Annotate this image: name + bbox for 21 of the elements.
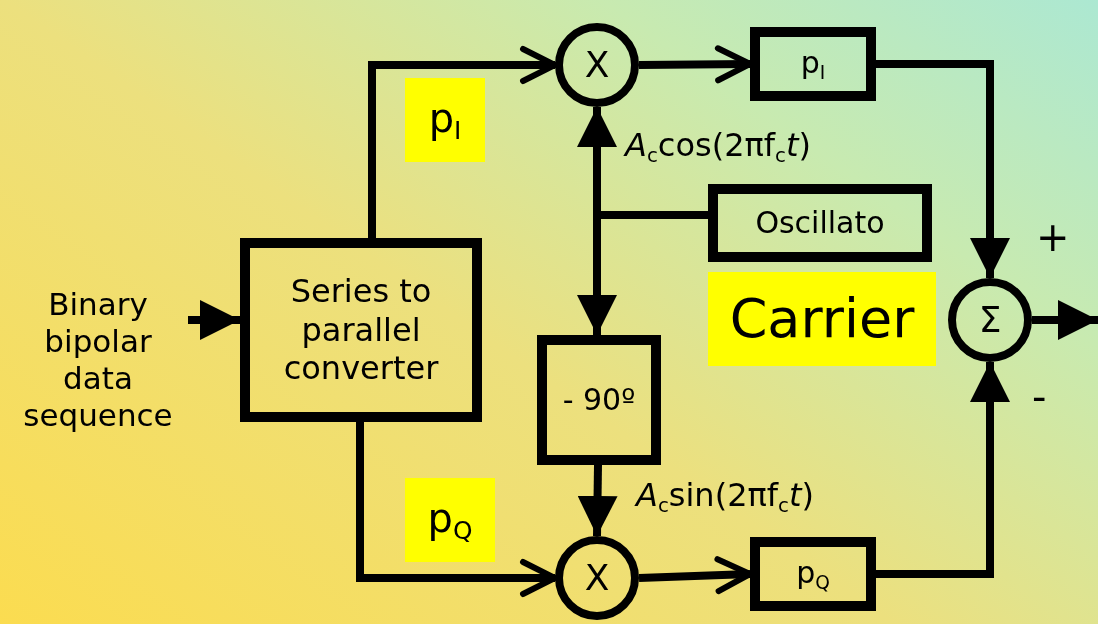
oscillator-block: Oscillato	[708, 184, 932, 262]
converter-block: Series to parallel converter	[240, 238, 482, 422]
arrow	[188, 300, 240, 340]
summer-circle: Σ	[948, 278, 1032, 362]
filter-block: p$_{Q}$	[750, 537, 876, 611]
signal-formula: A$_{c}$cos(2πf$_{c}$t)	[625, 128, 811, 167]
arrow	[638, 556, 753, 595]
phase-shift-block: - 90º	[537, 335, 661, 465]
sign-label: +	[1036, 215, 1070, 259]
input-label: Binary bipolar data sequence	[8, 262, 188, 458]
multiplier-circle: X	[555, 536, 639, 620]
carrier-label: Carrier	[708, 272, 936, 366]
signal-formula: A$_{c}$sin(2πf$_{c}$t)	[636, 478, 814, 517]
sign-label: -	[1032, 375, 1047, 419]
arrow	[368, 46, 558, 238]
arrow	[577, 464, 618, 537]
signal-label: p$_{I}$	[405, 78, 485, 162]
arrow	[638, 45, 753, 84]
filter-block: p$_{I}$	[750, 27, 876, 101]
multiplier-circle: X	[555, 23, 639, 107]
signal-label: p$_{Q}$	[405, 478, 495, 562]
